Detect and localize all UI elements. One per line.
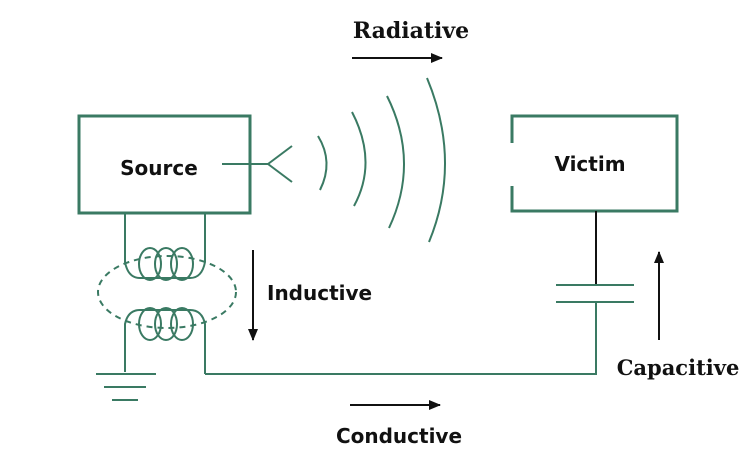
inductive-label: Inductive bbox=[267, 281, 372, 305]
antenna-icon bbox=[222, 145, 293, 183]
capacitor-icon bbox=[556, 284, 634, 303]
radiation-waves-icon bbox=[317, 77, 446, 243]
conductive-label: Conductive bbox=[336, 424, 462, 448]
transformer-lower-winding bbox=[124, 307, 206, 374]
ground-icon bbox=[96, 373, 156, 401]
victim-box bbox=[510, 114, 679, 213]
radiative-label: Radiative bbox=[353, 18, 469, 44]
source-label: Source bbox=[120, 156, 198, 180]
capacitive-label: Capacitive bbox=[617, 355, 740, 380]
conductive-wire bbox=[205, 303, 597, 375]
transformer-upper-winding bbox=[124, 213, 206, 281]
magnetic-coupling-ellipse bbox=[97, 255, 237, 329]
victim-label: Victim bbox=[554, 152, 625, 176]
